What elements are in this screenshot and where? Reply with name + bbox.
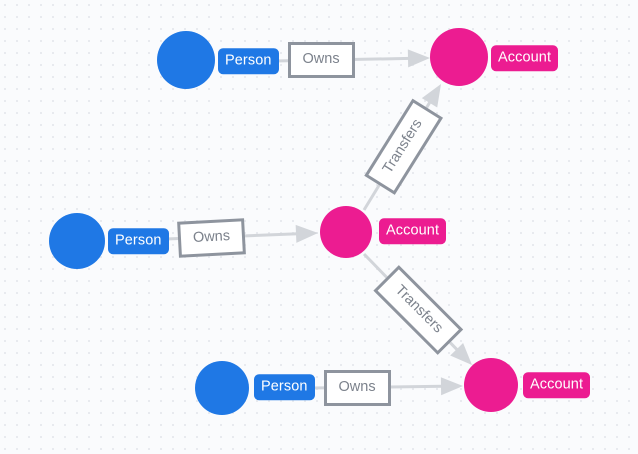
edge-arrowhead-icon	[440, 377, 463, 396]
node-label-account-1[interactable]: Account	[491, 45, 559, 71]
edge-arrowhead-icon	[295, 224, 318, 243]
graph-node-account-2[interactable]	[320, 206, 372, 258]
node-label-account-3[interactable]: Account	[523, 372, 591, 398]
node-label-person-1[interactable]: Person	[218, 48, 279, 74]
edge-arrowhead-icon	[407, 49, 430, 68]
node-label-person-2[interactable]: Person	[108, 228, 169, 254]
graph-node-person-3[interactable]	[195, 361, 249, 415]
edge-arrowhead-icon	[450, 342, 472, 365]
node-label-account-2[interactable]: Account	[379, 218, 447, 244]
graph-node-person-1[interactable]	[157, 31, 215, 89]
edge-label-owns[interactable]: Owns	[287, 42, 355, 78]
edge-arrowhead-icon	[421, 84, 441, 108]
edge-label-transfers[interactable]: Transfers	[373, 265, 463, 355]
graph-node-person-2[interactable]	[49, 213, 105, 269]
node-label-person-3[interactable]: Person	[254, 374, 315, 400]
graph-node-account-1[interactable]	[430, 28, 488, 86]
graph-node-account-3[interactable]	[464, 358, 518, 412]
edge-label-owns[interactable]: Owns	[323, 370, 391, 406]
edge-label-transfers[interactable]: Transfers	[363, 98, 442, 195]
edge-label-owns[interactable]: Owns	[176, 218, 246, 258]
